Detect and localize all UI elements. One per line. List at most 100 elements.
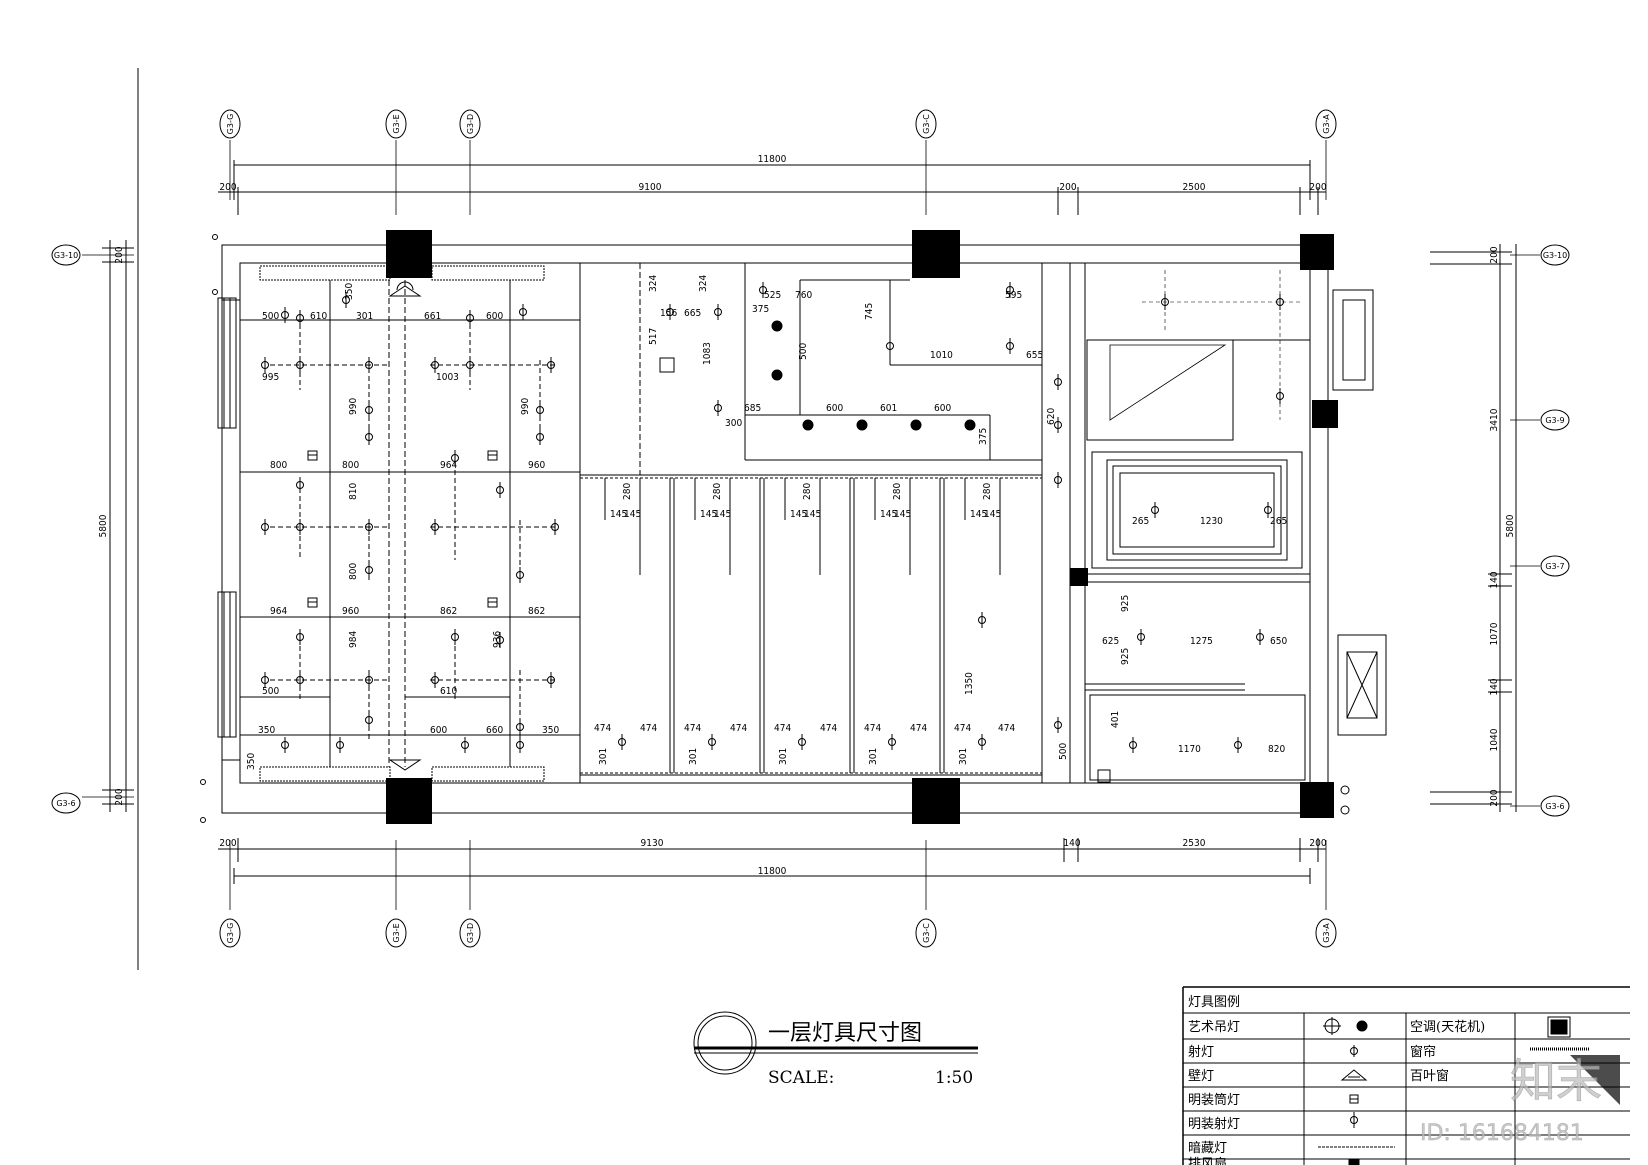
left-zone-annotations: 500 610 301 661 600 995 1003 800 800 964… xyxy=(246,283,559,770)
spotlight-icon xyxy=(342,292,350,308)
spotlight-icon xyxy=(336,737,344,753)
legend-row-name: 明装筒灯 xyxy=(1188,1092,1240,1108)
dim-note: 960 xyxy=(342,606,359,617)
dim-note: 474 xyxy=(594,723,611,734)
dim-note: 964 xyxy=(270,606,287,617)
spotlight-icon xyxy=(451,450,459,466)
spotlight-icon xyxy=(1054,717,1062,733)
dim-note: 660 xyxy=(486,725,503,736)
dim-note: 145 xyxy=(790,509,807,520)
art-pendant-icon xyxy=(1323,1017,1341,1035)
axis-bubble-right-6 xyxy=(1540,795,1570,817)
legend-row-name: 射灯 xyxy=(1188,1044,1214,1060)
dim-note: 145 xyxy=(984,509,1001,520)
legend-row-name: 排风扇 xyxy=(1188,1156,1227,1165)
dim-note: 280 xyxy=(982,483,993,500)
column xyxy=(1300,234,1334,270)
scale-value: 1:50 xyxy=(935,1068,973,1088)
dim-note: 760 xyxy=(795,290,812,301)
art-pendant-icon xyxy=(771,369,783,381)
spotlight-icon xyxy=(714,400,722,416)
dim-note: 474 xyxy=(820,723,837,734)
spotlight-icon xyxy=(365,712,373,728)
top-seg-2: 9100 xyxy=(639,182,662,193)
dim-note: 375 xyxy=(978,428,989,445)
dim-note: 1083 xyxy=(702,342,713,365)
dim-note: 301 xyxy=(958,748,969,765)
axis-label-bottom-a: G3-A xyxy=(1322,923,1331,943)
spotlight-icon xyxy=(365,562,373,578)
dim-note: 600 xyxy=(486,311,503,322)
dim-note: 517 xyxy=(648,328,659,345)
axis-bubble-bottom-c xyxy=(915,918,937,948)
axis-label-bottom-e: G3-E xyxy=(392,923,401,942)
wall-lamp-symbol xyxy=(388,759,422,771)
dim-note: 145 xyxy=(700,509,717,520)
spotlight-icon xyxy=(296,519,304,535)
right-seg-2: 3410 xyxy=(1489,408,1500,431)
bottom-seg-2: 9130 xyxy=(641,838,664,849)
legend-row-right-name: 窗帘 xyxy=(1410,1044,1436,1060)
spotlight-icon xyxy=(547,672,555,688)
strip-zone-annotations: 280 280 280 280 280 145 145 145 145 145 … xyxy=(594,483,1015,765)
spotlight-icon xyxy=(1129,737,1137,753)
axis-bubble-top-d xyxy=(459,109,481,139)
downlight-icon xyxy=(1349,1094,1359,1104)
dim-note: 350 xyxy=(258,725,275,736)
legend-row-name: 明装射灯 xyxy=(1188,1116,1240,1132)
art-pendant-lamps xyxy=(771,320,976,431)
axis-grid-lines xyxy=(82,140,1540,910)
dim-note: 324 xyxy=(698,275,709,292)
spotlight-icon xyxy=(365,402,373,418)
dim-note: 500 xyxy=(798,343,809,360)
spotlight-icon xyxy=(1264,502,1272,518)
axis-label-bottom-c: G3-C xyxy=(922,923,931,943)
spotlight-icon xyxy=(1006,282,1014,298)
right-dimension-lines xyxy=(1430,244,1517,812)
right-seg-1: 200 xyxy=(1489,246,1500,263)
axis-bubble-left-10 xyxy=(51,244,81,266)
dim-note: 145 xyxy=(894,509,911,520)
spotlight-icon xyxy=(1054,472,1062,488)
top-seg-1: 200 xyxy=(219,182,236,193)
bottom-seg-4: 2530 xyxy=(1183,838,1206,849)
left-zone-ceiling xyxy=(239,262,581,784)
dim-note: 301 xyxy=(598,748,609,765)
dim-note: 280 xyxy=(712,483,723,500)
spotlight-icon xyxy=(296,477,304,493)
title-circle-inner xyxy=(697,1015,753,1071)
dim-note: 625 xyxy=(1102,636,1119,647)
spotlight-icon xyxy=(1151,502,1159,518)
dim-note: 280 xyxy=(892,483,903,500)
dim-note: 1275 xyxy=(1190,636,1213,647)
axis-bubble-top-e xyxy=(385,109,407,139)
right-seg-5: 140 xyxy=(1489,678,1500,695)
dim-note: 145 xyxy=(880,509,897,520)
spotlight-icon xyxy=(516,737,524,753)
spotlight-icon xyxy=(466,357,474,373)
spotlight-icon xyxy=(536,402,544,418)
bottom-seg-3: 140 xyxy=(1063,838,1080,849)
column xyxy=(912,778,960,824)
spotlight-icon xyxy=(1256,629,1264,645)
legend-row-right-name: 百叶窗 xyxy=(1410,1068,1449,1084)
dim-note: 984 xyxy=(348,631,359,648)
spotlight-icon xyxy=(365,429,373,445)
dim-note: 1350 xyxy=(964,672,975,695)
dim-note: 925 xyxy=(1120,648,1131,665)
dim-note: 990 xyxy=(520,398,531,415)
dim-note: 474 xyxy=(910,723,927,734)
right-seg-4: 1070 xyxy=(1489,622,1500,645)
spotlight-icon xyxy=(296,310,304,326)
spotlight-icon xyxy=(759,282,767,298)
spotlight-icon xyxy=(551,519,559,535)
dim-note: 156 xyxy=(660,308,677,319)
dim-note: 600 xyxy=(826,403,843,414)
dim-note: 800 xyxy=(270,460,287,471)
dim-note: 610 xyxy=(440,686,457,697)
dim-note: 280 xyxy=(802,483,813,500)
spotlight-icon xyxy=(536,429,544,445)
dim-note: 610 xyxy=(310,311,327,322)
spotlight-icon xyxy=(708,734,716,750)
